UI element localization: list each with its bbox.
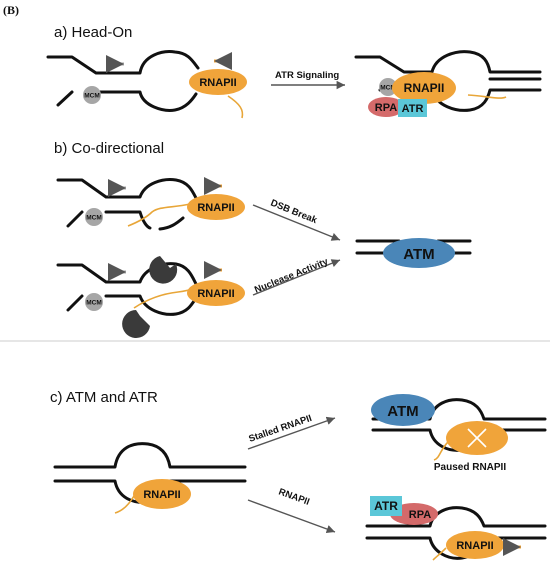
dna-top-strand (354, 50, 542, 74)
rnapii (187, 194, 245, 220)
atr-label: ATR (374, 499, 398, 513)
rpa-label: RPA (375, 102, 397, 114)
dna-top-strand (46, 50, 200, 75)
dna-lagging-strand (66, 294, 84, 312)
mcm-helicase (85, 293, 103, 311)
panel-label: (B) (3, 3, 19, 17)
rnapii-label: RNAPII (143, 489, 180, 501)
atr (370, 496, 402, 516)
dna-top-strand (56, 178, 198, 200)
stalled-rnapii-arrow (247, 416, 336, 450)
nascent-rna (133, 287, 197, 309)
atm-atr-left-diagram: RNAPII (53, 442, 247, 514)
dna-top-strand (53, 442, 247, 469)
dsb-break-arrow (252, 204, 341, 241)
mcm-helicase (83, 86, 101, 104)
nascent-rna (432, 547, 447, 561)
atm-dsb-diagram: ATM (355, 238, 472, 268)
head-on-right-diagram: MCM RNAPII RPA ATR (354, 50, 542, 117)
mcm-helicase (85, 208, 103, 226)
dna-lagging-strand (56, 90, 74, 107)
mcm-label: MCM (86, 300, 102, 307)
nuclease-activity-label: Nuclease Activity (253, 256, 330, 296)
rnapii (189, 69, 247, 95)
mcm-helicase (379, 78, 397, 96)
rpa (368, 97, 404, 117)
section-title-atm-atr: c) ATM and ATR (50, 389, 158, 406)
nascent-rna (433, 441, 449, 461)
atr-signaling-label: ATR Signaling (275, 70, 339, 81)
stalled-rnapii-diagram: ATM Paused RNAPII (371, 394, 547, 473)
dna-bottom-strand (94, 90, 198, 112)
rnapii-label: RNAPII (456, 540, 493, 552)
rnapii (133, 479, 191, 509)
co-directional-top-diagram: MCM RNAPII (56, 177, 245, 231)
rnapii (446, 531, 504, 559)
atr-label: ATR (402, 103, 424, 115)
atm (383, 238, 455, 268)
atr (398, 99, 427, 117)
paused-x-icon (467, 428, 487, 448)
rpa-label: RPA (409, 509, 431, 521)
section-title-co-directional: b) Co-directional (54, 140, 164, 157)
rnapii-arrow-label: RNAPII (277, 486, 311, 507)
nascent-rna (227, 95, 244, 119)
mcm-label: MCM (380, 85, 396, 92)
dna-top-strand (56, 262, 198, 286)
nascent-rna (127, 203, 191, 227)
mcm-label: MCM (84, 93, 100, 100)
rnapii-label: RNAPII (197, 202, 234, 214)
atm (371, 394, 435, 426)
nuclease-bottom (122, 310, 150, 338)
mcm-label: MCM (86, 215, 102, 222)
rnapii-label: RNAPII (197, 288, 234, 300)
dna-bottom-strand-broken-left (104, 210, 152, 230)
rnapii (392, 72, 456, 104)
transcribing-rnapii-diagram: RPA ATR RNAPII (365, 496, 547, 561)
dna-bottom-strand (104, 294, 198, 316)
paused-rnapii-caption: Paused RNAPII (434, 462, 506, 473)
rnapii-arrow (247, 499, 336, 534)
co-directional-bottom-diagram: MCM RNAPII (56, 256, 245, 338)
nuclease-activity-arrow (252, 259, 341, 296)
nascent-rna (467, 94, 507, 99)
rnapii-label: RNAPII (404, 81, 445, 95)
atm-label: ATM (387, 403, 418, 420)
dna-lagging-strand (66, 210, 84, 228)
rnapii-label: RNAPII (199, 77, 236, 89)
rnapii (187, 280, 245, 306)
head-on-left-diagram: MCM RNAPII (46, 50, 247, 119)
nuclease-top (149, 256, 178, 284)
nascent-rna (114, 495, 135, 514)
section-title-head-on: a) Head-On (54, 24, 132, 41)
dna-bottom-strand-broken-right (158, 216, 185, 231)
atm-label: ATM (403, 246, 434, 263)
